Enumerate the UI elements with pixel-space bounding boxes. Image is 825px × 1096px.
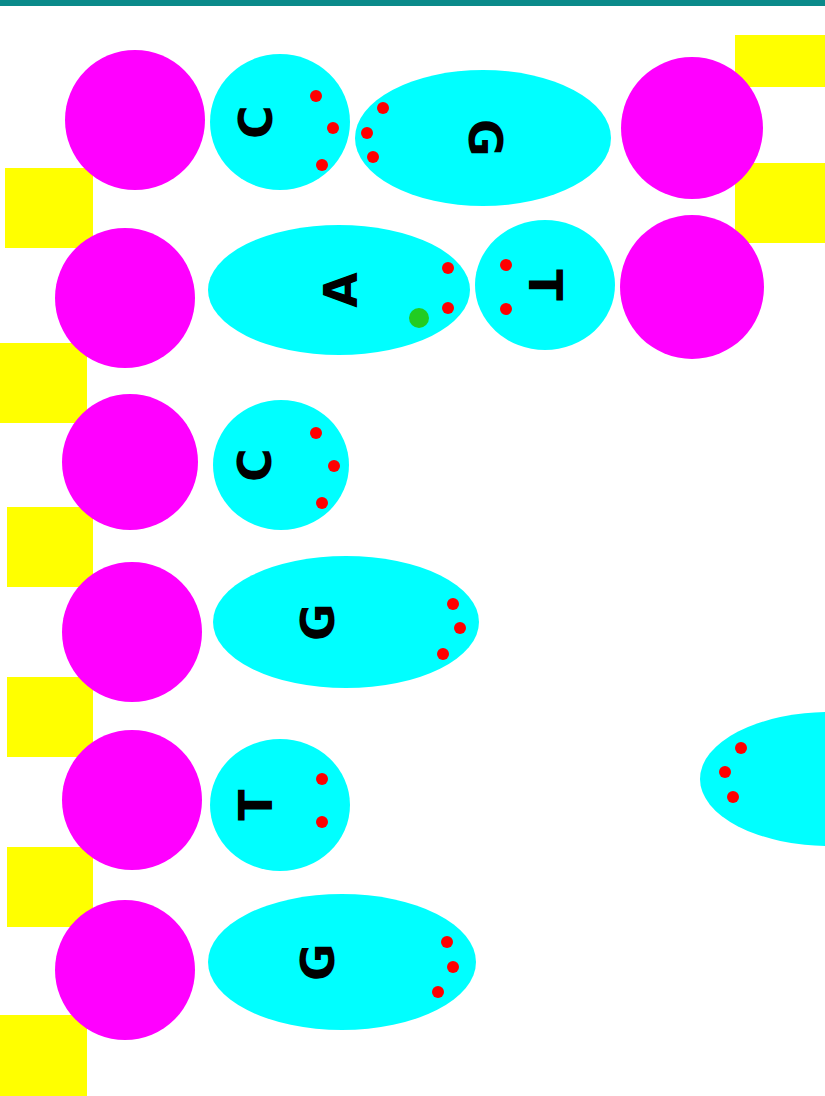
bond-dot xyxy=(310,90,322,102)
bond-dot xyxy=(735,742,747,754)
backbone-square xyxy=(0,343,87,423)
sugar-circle xyxy=(55,900,195,1040)
base-shape: G xyxy=(355,70,611,206)
base-outline xyxy=(213,556,479,688)
backbone-square xyxy=(0,1015,87,1096)
sugar-circle xyxy=(62,730,202,870)
partial-base xyxy=(700,712,825,846)
marker-dot xyxy=(409,308,429,328)
sugar-circle xyxy=(55,228,195,368)
backbone-square xyxy=(7,507,93,587)
bond-dot xyxy=(719,766,731,778)
base-letter: T xyxy=(233,789,279,820)
incoming-base xyxy=(700,712,825,846)
backbone-square xyxy=(7,847,93,927)
bond-dot xyxy=(442,302,454,314)
base-shape: G xyxy=(208,894,476,1030)
bond-dot xyxy=(442,262,454,274)
bond-dot xyxy=(310,427,322,439)
base-letter: G xyxy=(295,603,341,641)
bond-dot xyxy=(361,127,373,139)
base-shape: A xyxy=(208,225,470,355)
backbone-square xyxy=(735,35,825,87)
sugar-circle xyxy=(620,215,764,359)
base-outline xyxy=(210,54,350,190)
bond-dot xyxy=(316,159,328,171)
base-letter: G xyxy=(295,943,341,981)
bond-dot xyxy=(316,773,328,785)
bond-dot xyxy=(727,791,739,803)
base-shape: T xyxy=(475,220,615,350)
bond-dot xyxy=(500,259,512,271)
sugar-circle xyxy=(621,57,763,199)
base-ellipse xyxy=(355,70,611,206)
base-ellipse xyxy=(208,225,470,355)
backbone-square xyxy=(735,163,825,243)
sugar-circle xyxy=(65,50,205,190)
bond-dot xyxy=(454,622,466,634)
base-shape: C xyxy=(213,400,349,530)
base-letter: G xyxy=(462,119,508,157)
base-ellipse xyxy=(208,894,476,1030)
base-ellipse xyxy=(210,739,350,871)
base-shape: T xyxy=(210,739,350,871)
base-ellipse xyxy=(213,400,349,530)
bond-dot xyxy=(447,961,459,973)
sugar-circle xyxy=(62,394,198,530)
bond-dot xyxy=(377,102,389,114)
base-letter: T xyxy=(522,269,568,300)
base-letter: A xyxy=(318,272,364,308)
bond-dot xyxy=(441,936,453,948)
base-ellipse xyxy=(210,54,350,190)
backbone-square xyxy=(7,677,93,757)
bond-dot xyxy=(447,598,459,610)
top-bar xyxy=(0,0,825,6)
bond-dot xyxy=(316,497,328,509)
base-outline xyxy=(208,894,476,1030)
sugar-circle xyxy=(62,562,202,702)
base-ellipse xyxy=(475,220,615,350)
bond-dot xyxy=(367,151,379,163)
magenta-circles xyxy=(55,50,764,1040)
backbone-square xyxy=(5,168,93,248)
bond-dot xyxy=(328,460,340,472)
yellow-squares xyxy=(0,35,825,1096)
bond-dot xyxy=(432,986,444,998)
base-shape: G xyxy=(213,556,479,688)
base-letter: C xyxy=(232,448,278,482)
bond-dot xyxy=(437,648,449,660)
bond-dot xyxy=(500,303,512,315)
base-outline xyxy=(210,739,350,871)
base-shape: C xyxy=(210,54,350,190)
base-ellipse xyxy=(213,556,479,688)
bond-dot xyxy=(316,816,328,828)
bond-dot xyxy=(327,122,339,134)
base-letter: C xyxy=(233,105,279,139)
